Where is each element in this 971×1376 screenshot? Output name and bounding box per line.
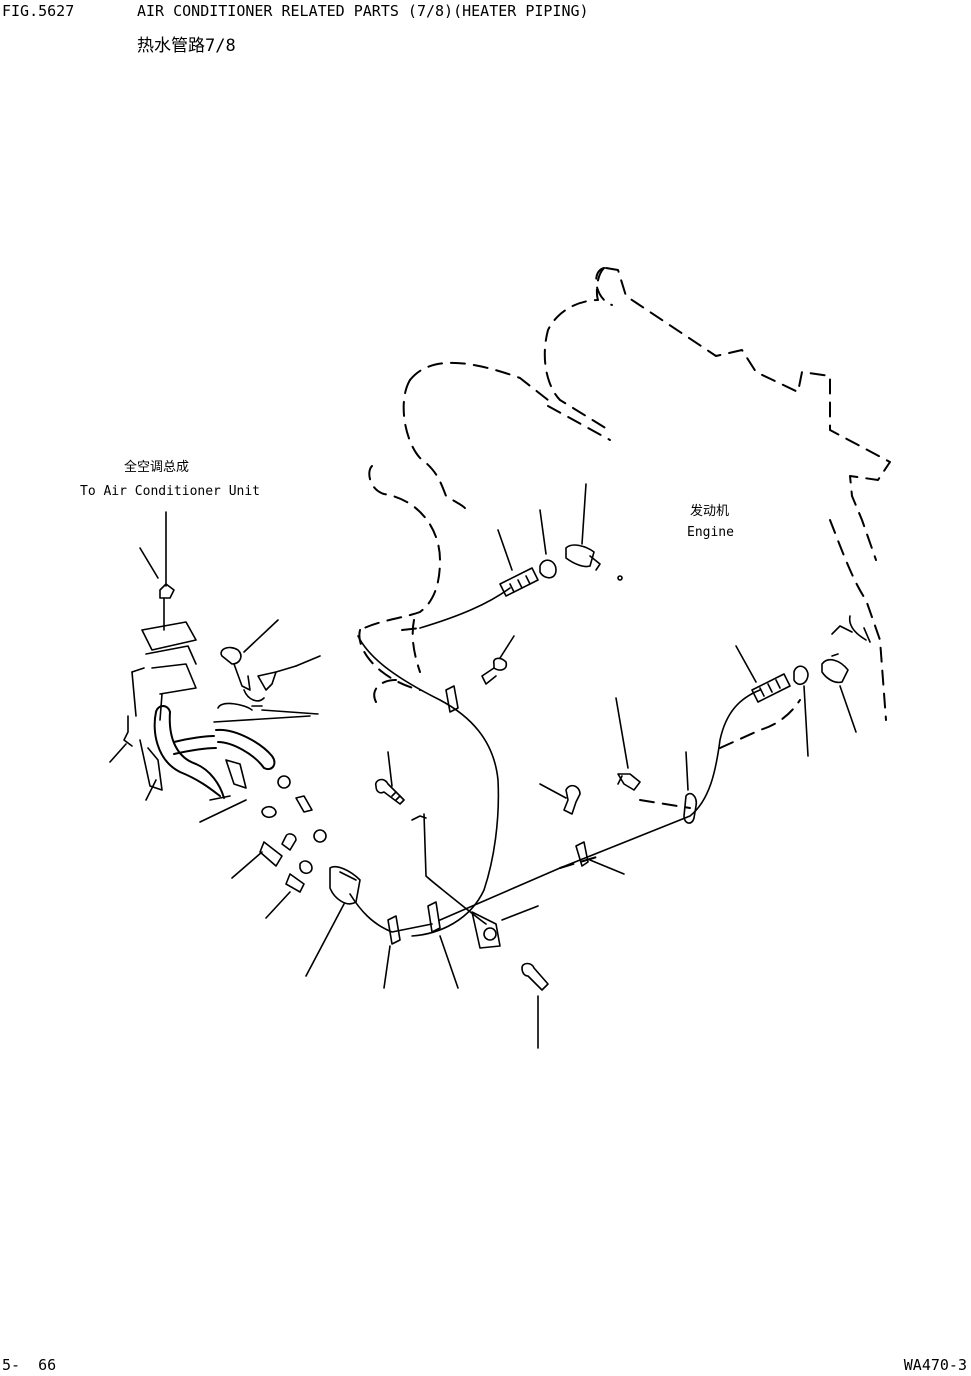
right-hose-fittings (751, 615, 871, 703)
ac-connection-assembly (123, 511, 311, 801)
model-number: WA470-3 (903, 1356, 967, 1374)
ac-unit-label-en: To Air Conditioner Unit (80, 484, 261, 499)
upper-hose-fittings (445, 544, 623, 713)
engine-outline (358, 267, 891, 721)
heater-hose-routes (349, 587, 801, 937)
figure-title-cn: 热水管路7/8 (137, 36, 236, 56)
engine-label-cn: 发动机 (690, 504, 730, 519)
leader-lines (109, 483, 857, 1049)
figure-number: FIG.5627 (2, 2, 75, 20)
ac-unit-label-cn: 全空调总成 (124, 460, 190, 475)
elbow-fitting (220, 646, 321, 707)
page-number: 5- 66 (2, 1356, 57, 1374)
bolts-and-clips (374, 773, 698, 991)
engine-label-en: Engine (687, 525, 734, 540)
figure-title: AIR CONDITIONER RELATED PARTS (7/8)(HEAT… (137, 2, 589, 20)
clamp-parts (259, 775, 441, 945)
